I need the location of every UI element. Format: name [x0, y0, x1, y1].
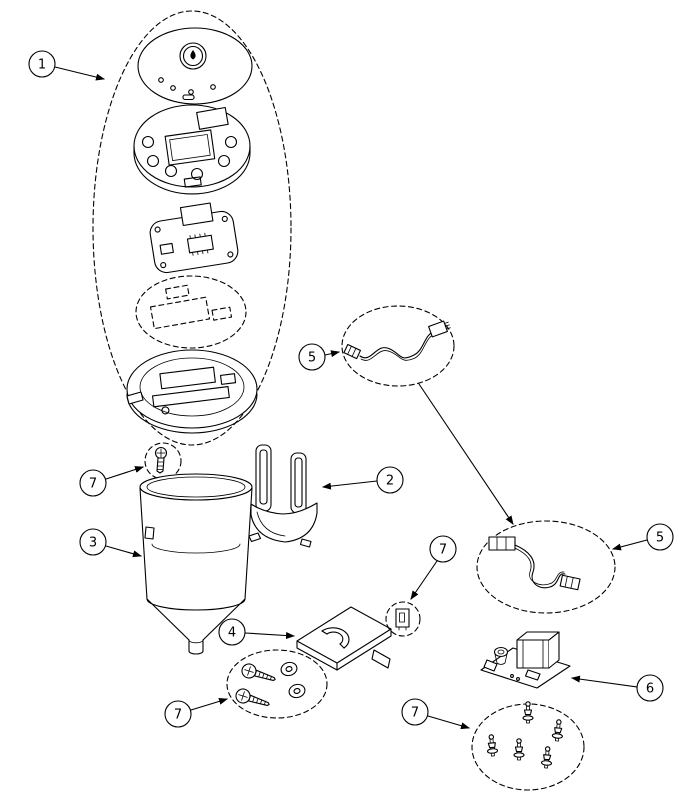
fittings-group [471, 701, 585, 791]
callout-3-label: 3 [89, 536, 97, 551]
group-boundary-circle-7b [385, 601, 421, 637]
leader-2 [322, 480, 378, 490]
fitting-icon [485, 733, 499, 757]
washer-icon [288, 683, 306, 699]
callout-7-screw: 7 [79, 469, 107, 497]
callout-5-top: 5 [298, 343, 326, 371]
cable-assembly-right [476, 520, 616, 614]
leader-1 [54, 66, 105, 81]
leader-7b [410, 560, 438, 600]
leader-3 [105, 545, 142, 558]
callout-7-fittings: 7 [401, 698, 429, 726]
lid-part [137, 27, 253, 105]
callout-3: 3 [79, 528, 107, 556]
callout-7a-label: 7 [89, 477, 97, 492]
callout-1-label: 1 [38, 58, 46, 73]
transformer-board [480, 631, 571, 689]
callout-7d-label: 7 [411, 706, 419, 721]
callouts: 1 7 2 3 5 5 7 4 [28, 50, 674, 728]
callout-7b-label: 7 [439, 543, 447, 558]
callout-7c-label: 7 [174, 708, 182, 723]
leader-7a [105, 466, 144, 480]
circuit-board-part [149, 202, 239, 274]
washer-icon [280, 661, 298, 677]
callout-4: 4 [218, 618, 246, 646]
screw-single [144, 442, 182, 480]
callout-6: 6 [636, 674, 664, 702]
group-boundary-ellipse-5a [341, 305, 455, 387]
leader-6 [571, 675, 638, 688]
base-part [126, 349, 258, 434]
support-bracket [296, 606, 392, 671]
callout-5b-label: 5 [656, 531, 664, 546]
callout-4-label: 4 [228, 626, 236, 641]
leader-5b [612, 539, 648, 551]
callout-7-clip: 7 [429, 535, 457, 563]
leader-7d [427, 715, 470, 730]
group-boundary-ellipse-1 [92, 10, 292, 446]
fitting-icon [513, 738, 525, 761]
cable-assembly-top [341, 305, 455, 387]
callout-5-right: 5 [646, 523, 674, 551]
callout-1: 1 [28, 50, 56, 78]
callout-7-screws-washers: 7 [164, 700, 192, 728]
leader-4 [244, 632, 295, 640]
control-head-exploded-assembly [92, 10, 292, 446]
group-boundary-ellipse-5b [476, 520, 616, 614]
callout-6-label: 6 [646, 682, 654, 697]
group-boundary-ellipse-7c [226, 649, 328, 719]
fitting-icon [551, 718, 565, 743]
leader-5a-to-5b [418, 383, 514, 525]
housing-part [133, 104, 251, 195]
retainer-clip [385, 601, 421, 637]
screws-and-washers [226, 649, 328, 719]
leader-7c [190, 697, 228, 711]
hopper-container [139, 473, 253, 655]
callout-2-label: 2 [386, 474, 394, 489]
fitting-icon [522, 701, 534, 724]
gasket-part [135, 275, 247, 349]
leader-5a [324, 350, 340, 358]
logo-icon [190, 50, 196, 60]
callout-2: 2 [376, 466, 404, 494]
mounting-bracket [248, 444, 318, 548]
callout-5a-label: 5 [308, 351, 316, 366]
leader-lines [54, 66, 648, 730]
screw-icon [239, 661, 278, 687]
fitting-icon [540, 745, 554, 769]
screw-icon [233, 686, 272, 712]
